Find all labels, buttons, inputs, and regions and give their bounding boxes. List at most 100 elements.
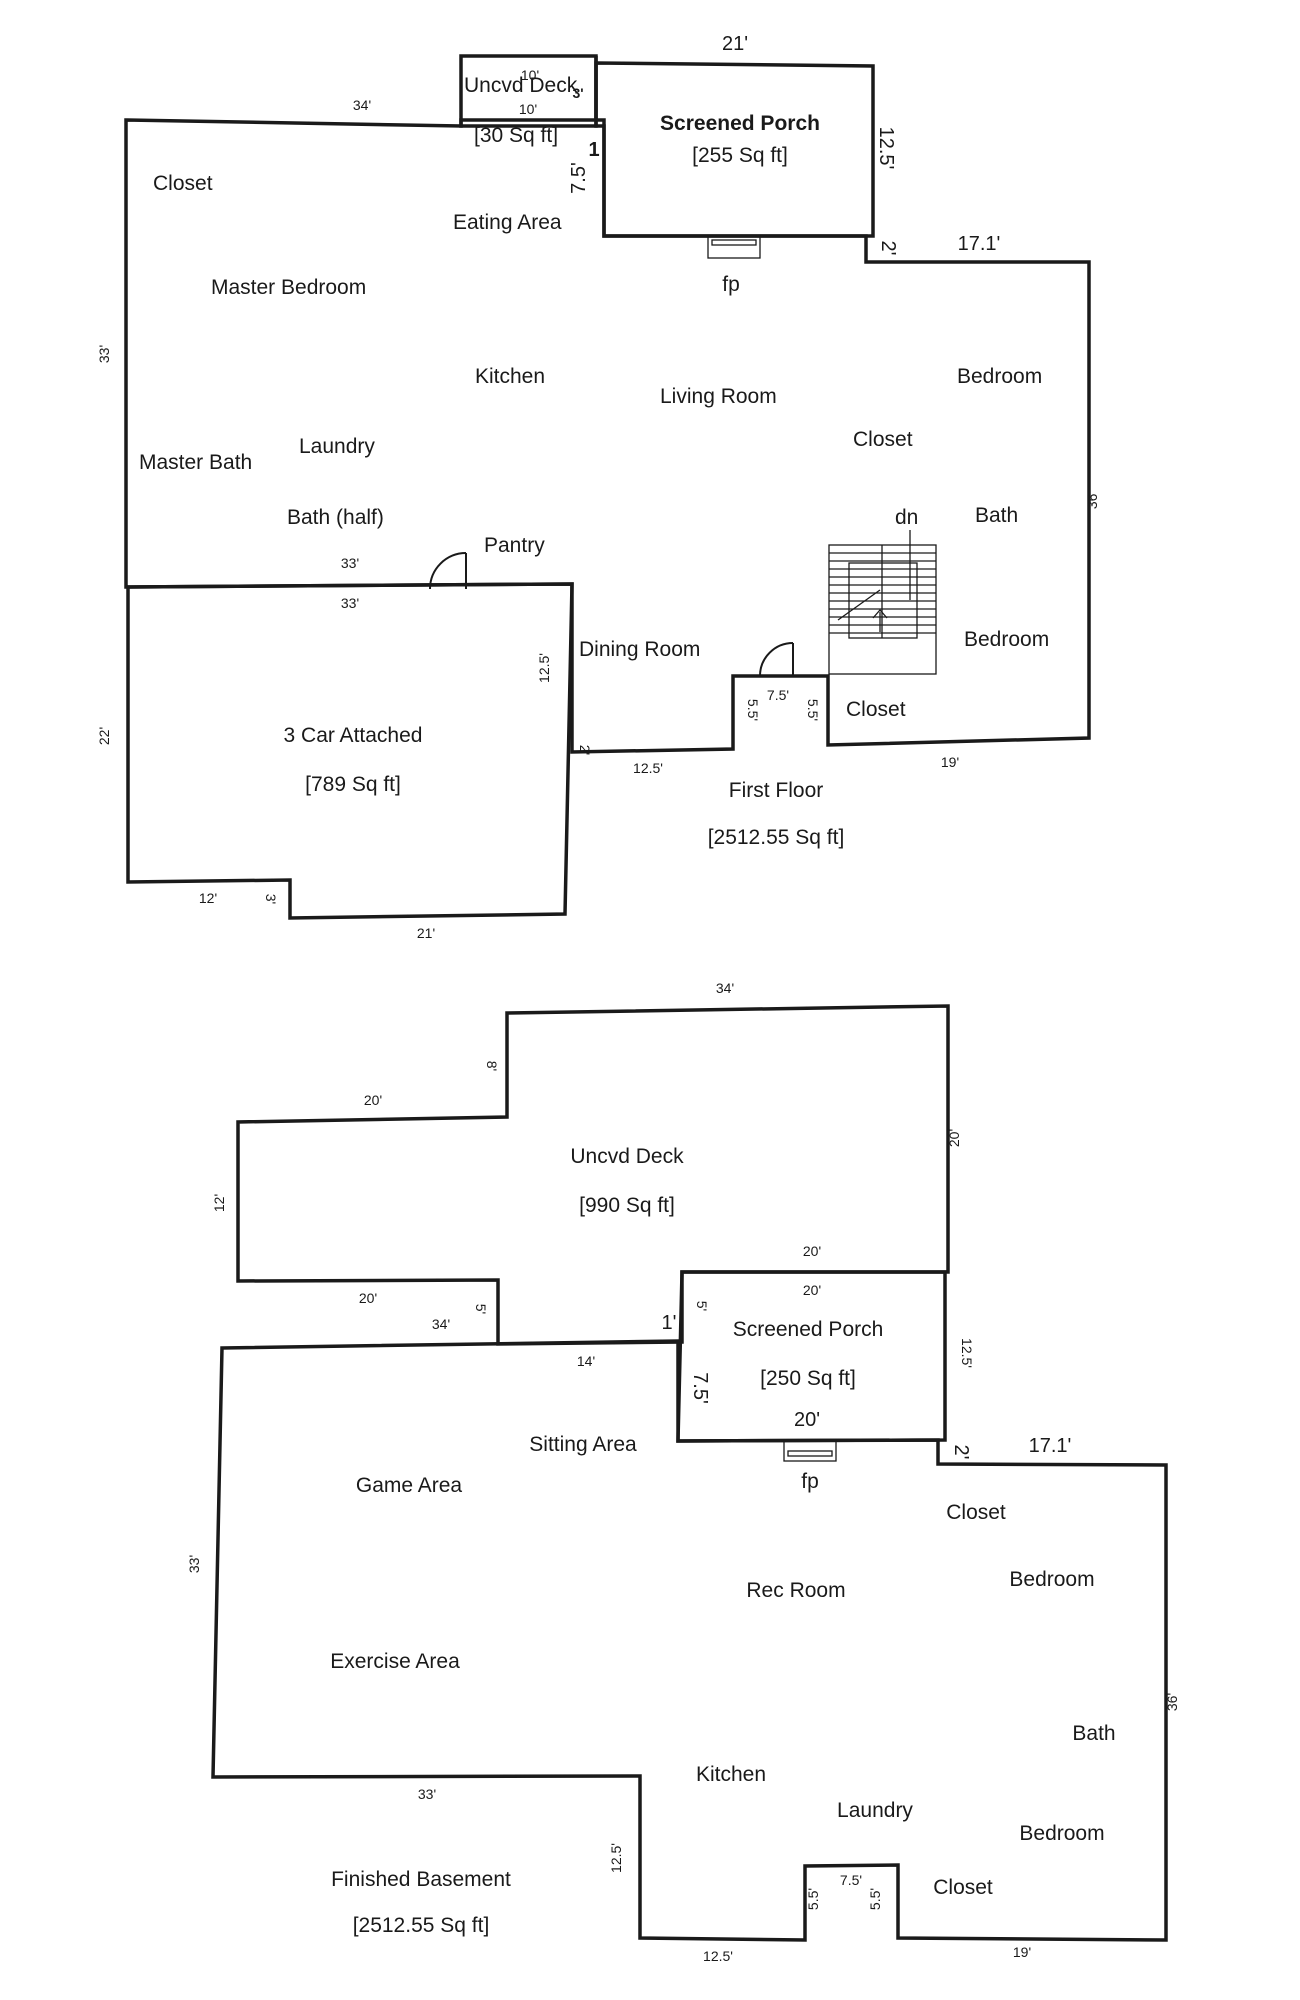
basement-fireplace bbox=[783, 1440, 837, 1462]
exercise-area-label: Exercise Area bbox=[330, 1650, 460, 1673]
dim-entry-7-5: 7.5' bbox=[767, 687, 789, 703]
dim-right-36: 36' bbox=[1084, 491, 1100, 509]
bdim-deck-5: 5' bbox=[473, 1304, 489, 1314]
basement-porch-label: Screened Porch bbox=[733, 1318, 884, 1341]
dim-dining-12-5: 12.5' bbox=[536, 653, 552, 683]
bdim-entry-7-5: 7.5' bbox=[840, 1872, 862, 1888]
bdim-bottom-12-5: 12.5' bbox=[703, 1948, 733, 1964]
dim-garage-22: 22' bbox=[96, 727, 112, 745]
basement-area-label: [2512.55 Sq ft] bbox=[353, 1914, 490, 1937]
screened-porch-area: [255 Sq ft] bbox=[692, 144, 788, 167]
bdim-bottom-33: 33' bbox=[418, 1786, 436, 1802]
closet-nw-label: Closet bbox=[153, 172, 213, 195]
basement-name-label: Finished Basement bbox=[331, 1868, 511, 1891]
staircase bbox=[828, 530, 937, 675]
basement-kitchen-label: Kitchen bbox=[696, 1763, 766, 1786]
floor-name-label: First Floor bbox=[729, 779, 824, 802]
bath-label: Bath bbox=[975, 504, 1018, 527]
bdim-entry-5-5b: 5.5' bbox=[867, 1888, 883, 1910]
dim-porch-12-5: 12.5' bbox=[875, 127, 897, 170]
basement-closet-se-label: Closet bbox=[933, 1876, 993, 1899]
dim-bottom-19: 19' bbox=[941, 754, 959, 770]
sitting-area-label: Sitting Area bbox=[529, 1433, 637, 1456]
down-label: dn bbox=[895, 506, 918, 529]
basement-porch-area: [250 Sq ft] bbox=[760, 1367, 856, 1390]
dim-mid-33a: 33' bbox=[341, 555, 359, 571]
game-area-label: Game Area bbox=[356, 1474, 463, 1497]
dim-porch-7-5: 7.5' bbox=[568, 162, 590, 194]
basement-laundry-label: Laundry bbox=[837, 1799, 913, 1822]
garage-outline bbox=[126, 582, 574, 920]
fireplace-label: fp bbox=[722, 273, 740, 296]
bdim-bottom-19: 19' bbox=[1013, 1944, 1031, 1960]
first-floor-plan: Uncvd Deck [30 Sq ft] Screened Porch [25… bbox=[96, 33, 1100, 941]
bdim-porch-7-5: 7.5' bbox=[689, 1372, 711, 1404]
floor-area-label: [2512.55 Sq ft] bbox=[708, 826, 845, 849]
uncvd-deck-label: Uncvd Deck bbox=[464, 74, 578, 97]
dim-entry-5-5a: 5.5' bbox=[745, 699, 761, 721]
first-floor-house-outline bbox=[124, 118, 1091, 754]
uncvd-deck-area: [30 Sq ft] bbox=[474, 124, 558, 147]
screened-porch-label: Screened Porch bbox=[660, 112, 820, 135]
dim-right-17-1: 17.1' bbox=[958, 233, 1001, 255]
dim-garage-12: 12' bbox=[199, 890, 217, 906]
master-bedroom-label: Master Bedroom bbox=[211, 276, 366, 299]
dim-top-34: 34' bbox=[353, 97, 371, 113]
basement-deck-outline bbox=[236, 1004, 950, 1346]
kitchen-label: Kitchen bbox=[475, 365, 545, 388]
dim-mid-33b: 33' bbox=[341, 595, 359, 611]
entry-door-swing bbox=[759, 642, 794, 677]
bdim-left-33: 33' bbox=[186, 1555, 202, 1573]
screened-porch-outline bbox=[594, 61, 875, 238]
bdim-kitchen-12-5: 12.5' bbox=[608, 1843, 624, 1873]
bath-half-label: Bath (half) bbox=[287, 506, 384, 529]
bdim-deck-34: 34' bbox=[432, 1316, 450, 1332]
garage-label: 3 Car Attached bbox=[284, 724, 423, 747]
bdim-top-34: 34' bbox=[716, 980, 734, 996]
fireplace bbox=[707, 235, 761, 259]
basement-fireplace-label: fp bbox=[801, 1470, 819, 1493]
bdim-right-17-1: 17.1' bbox=[1029, 1435, 1072, 1457]
basement-bedroom-ne-label: Bedroom bbox=[1009, 1568, 1094, 1591]
bdim-deck-20b: 20' bbox=[803, 1243, 821, 1259]
basement-deck-area: [990 Sq ft] bbox=[579, 1194, 675, 1217]
dim-entry-5-5b: 5.5' bbox=[805, 699, 821, 721]
bdim-porch-5: 5' bbox=[694, 1301, 710, 1311]
bdim-deck-20-right: 20' bbox=[946, 1129, 962, 1147]
bdim-right-36: 36' bbox=[1164, 1693, 1180, 1711]
basement-bath-label: Bath bbox=[1072, 1722, 1115, 1745]
bedroom-se-label: Bedroom bbox=[964, 628, 1049, 651]
rec-room-label: Rec Room bbox=[746, 1579, 845, 1602]
garage-area: [789 Sq ft] bbox=[305, 773, 401, 796]
basement-plan: Uncvd Deck [990 Sq ft] Screened Porch [2… bbox=[186, 980, 1180, 1964]
master-bath-label: Master Bath bbox=[139, 451, 252, 474]
bdim-wall-14: 14' bbox=[577, 1353, 595, 1369]
bdim-porch-12-5: 12.5' bbox=[959, 1338, 975, 1368]
eating-area-label: Eating Area bbox=[453, 211, 562, 234]
closet-se-label: Closet bbox=[846, 698, 906, 721]
closet-mid-label: Closet bbox=[853, 428, 913, 451]
laundry-label: Laundry bbox=[299, 435, 375, 458]
bdim-deck-8: 8' bbox=[484, 1061, 500, 1071]
bdim-deck-20c: 20' bbox=[359, 1290, 377, 1306]
dim-garage-3: 3' bbox=[263, 894, 279, 904]
dim-deck-3: 3' bbox=[572, 85, 583, 101]
dim-porch-1: 1 bbox=[588, 139, 599, 161]
dim-left-33: 33' bbox=[96, 345, 112, 363]
dim-garage-21: 21' bbox=[417, 925, 435, 941]
pantry-label: Pantry bbox=[484, 534, 545, 557]
basement-house-outline bbox=[211, 1339, 1168, 1942]
bdim-porch-20a: 20' bbox=[803, 1282, 821, 1298]
garage-door-swing bbox=[429, 552, 467, 590]
basement-deck-label: Uncvd Deck bbox=[570, 1145, 684, 1168]
living-room-label: Living Room bbox=[660, 385, 777, 408]
dining-room-label: Dining Room bbox=[579, 638, 700, 661]
fireplace-inner bbox=[711, 239, 757, 246]
dim-deck-10b: 10' bbox=[519, 101, 537, 117]
dim-step-2b: 2' bbox=[577, 745, 593, 755]
bdim-porch-1: 1' bbox=[662, 1312, 677, 1334]
dim-top-21: 21' bbox=[722, 33, 748, 55]
bedroom-ne-label: Bedroom bbox=[957, 365, 1042, 388]
bdim-porch-20b: 20' bbox=[794, 1409, 820, 1431]
